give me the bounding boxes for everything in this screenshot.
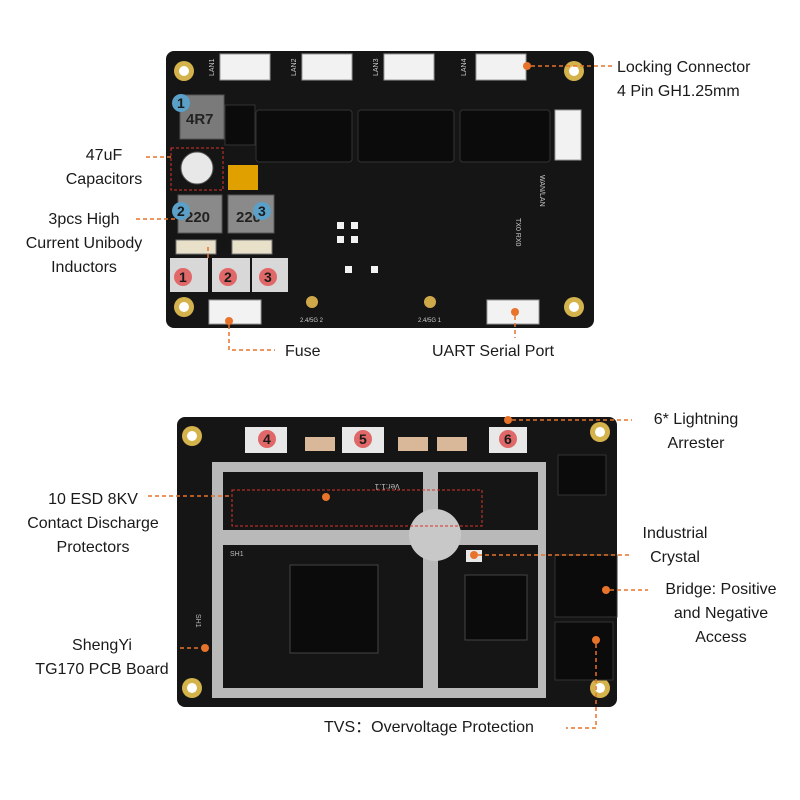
badge-fuse-3: 3 <box>264 269 272 285</box>
lan1-label: LAN1 <box>209 58 216 76</box>
callout-tvs: TVS：Overvoltage Protection <box>324 719 534 736</box>
badge-top-2: 2 <box>177 203 185 219</box>
lan4-label: LAN4 <box>461 58 468 76</box>
metal-shield: Ver:1.1 SH1 <box>212 462 546 698</box>
antenna-connector-2 <box>424 296 436 308</box>
tvs-diode <box>554 621 614 681</box>
lan2-label: LAN2 <box>291 58 298 76</box>
badge-top-3: 3 <box>258 203 266 219</box>
callout-esd: 10 ESD 8KV Contact Discharge Protectors <box>27 491 159 556</box>
fuse-badges: 1 2 3 <box>174 268 277 286</box>
inductor-mark-2: 220 <box>185 209 210 226</box>
callout-inductors: 3pcs High Current Unibody Inductors <box>25 211 143 276</box>
badge-bottom-4: 4 <box>263 431 271 447</box>
antenna-connector-1 <box>306 296 318 308</box>
fuses <box>170 239 288 292</box>
antenna-label-1: 2.4/5G 1 <box>418 318 442 324</box>
esd-outline <box>231 489 483 527</box>
callout-uart: UART Serial Port <box>432 343 555 360</box>
bridge-rectifier <box>554 554 618 618</box>
smd-pads <box>337 222 378 273</box>
callout-capacitors: 47uF Capacitors <box>65 147 143 188</box>
badge-fuse-1: 1 <box>179 269 187 285</box>
wan-lan-label: WAN/LAN <box>538 175 545 207</box>
bottom-pcb-board: Ver:1.1 SH1 SH1 4 5 6 <box>177 417 618 707</box>
callout-fuse: Fuse <box>285 343 321 360</box>
callout-bridge: Bridge: Positive and Negative Access <box>665 581 777 646</box>
lan3-label: LAN3 <box>373 58 380 76</box>
main-chip-top <box>224 104 256 146</box>
shield-label: SH1 <box>230 551 244 558</box>
top-pcb-board: LAN1 LAN2 LAN3 LAN4 WAN/LAN TX0 RX0 4R7 … <box>166 51 594 328</box>
badge-bottom-6: 6 <box>504 431 512 447</box>
version-label: Ver:1.1 <box>374 482 400 491</box>
mounting-holes-bottom <box>182 422 610 698</box>
arrester-badges: 4 5 6 <box>258 430 517 448</box>
top-leader-lines <box>136 62 612 351</box>
callout-pcb: ShengYi TG170 PCB Board <box>35 637 169 678</box>
callout-crystal: Industrial Crystal <box>642 525 708 566</box>
side-chip <box>557 454 607 496</box>
inductor-mark-1: 4R7 <box>186 111 214 128</box>
badge-fuse-2: 2 <box>224 269 232 285</box>
badge-bottom-5: 5 <box>359 431 367 447</box>
callout-locking-connector: Locking Connector 4 Pin GH1.25mm <box>617 59 751 100</box>
inductor-badges: 1 2 3 <box>172 94 271 220</box>
badge-top-1: 1 <box>177 95 185 111</box>
lan-connectors <box>208 53 582 325</box>
antenna-label-2: 2.4/5G 2 <box>300 318 324 324</box>
ethernet-transformers <box>255 109 551 163</box>
uart-pin-labels: TX0 RX0 <box>514 218 521 247</box>
capacitor <box>170 147 258 191</box>
bottom-leader-lines <box>148 416 648 729</box>
callout-lightning-arrester: 6* Lightning Arrester <box>653 411 739 452</box>
shield-side-label: SH1 <box>194 614 201 628</box>
